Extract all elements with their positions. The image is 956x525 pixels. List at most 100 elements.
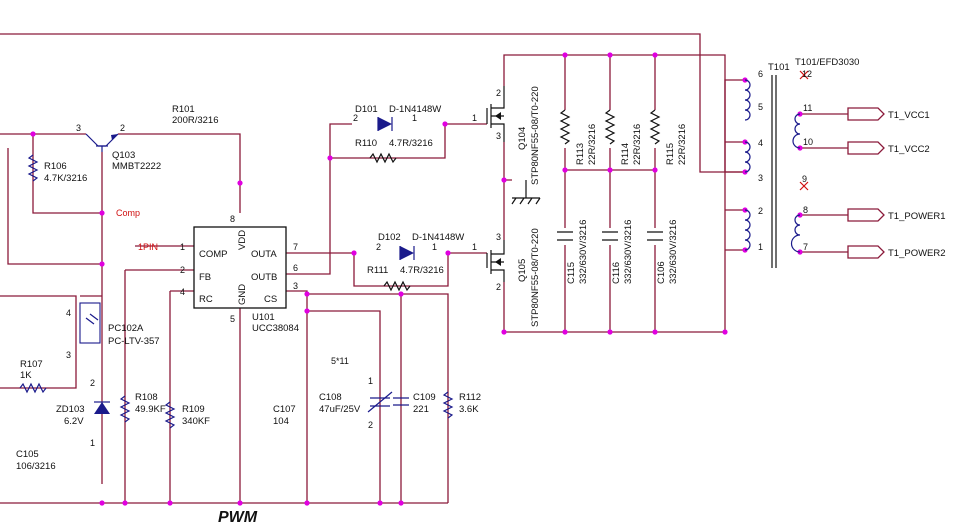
u101-value: UCC38084 xyxy=(252,323,299,334)
r106-ref: R106 xyxy=(44,161,67,172)
u101-pin-number-4: 4 xyxy=(180,287,185,297)
c106-value: 332/630V/3216 xyxy=(668,220,679,284)
q104-pin1: 1 xyxy=(472,113,477,123)
junction-dots xyxy=(30,52,803,506)
r115-ref: R115 xyxy=(665,143,676,165)
c115-ref: C115 xyxy=(566,262,577,284)
note-5x11: 5*11 xyxy=(331,356,349,366)
net-label-t1-power2: T1_POWER2 xyxy=(888,248,946,259)
r101-resistor: R101 200R/3216 xyxy=(172,104,218,126)
net-label-t1-vcc1: T1_VCC1 xyxy=(888,110,930,121)
u101-body xyxy=(193,226,287,309)
d101-value: D-1N4148W xyxy=(389,104,441,115)
q105-pin3: 3 xyxy=(496,232,501,242)
t101-pin3: 3 xyxy=(758,173,763,183)
t101-pin4: 4 xyxy=(758,138,763,148)
c108-value: 47uF/25V xyxy=(319,404,361,415)
net-label-t1-vcc2: T1_VCC2 xyxy=(888,144,930,155)
schematic-title: PWM xyxy=(218,509,258,525)
pc102a-value: PC-LTV-357 xyxy=(108,336,160,347)
q103-pin3: 3 xyxy=(76,123,81,133)
r111-ref: R111 xyxy=(367,265,388,276)
c105-capacitor: C105 106/3216 xyxy=(16,449,56,472)
u101-pin-outa: OUTA xyxy=(251,249,277,260)
zd103-pin1: 1 xyxy=(90,438,95,448)
q103-ref: Q103 xyxy=(112,150,135,161)
r115-value: 22R/3216 xyxy=(677,124,688,165)
q104-pin2: 2 xyxy=(496,88,501,98)
u101-ref: U101 xyxy=(252,312,275,323)
q105-pin2: 2 xyxy=(496,282,501,292)
q105-pin1: 1 xyxy=(472,242,477,252)
r111-resistor: R111 4.7R/3216 xyxy=(367,265,444,292)
r106-resistor: R106 4.7K/3216 xyxy=(27,154,87,184)
t101-pin10: 10 xyxy=(803,137,813,147)
pc102a-photocoupler: 4 3 PC102A PC-LTV-357 xyxy=(66,302,160,360)
u101-pin-number-8: 8 xyxy=(230,214,235,224)
r110-resistor: R110 4.7R/3216 xyxy=(355,138,433,164)
r109-resistor: R109 340KF xyxy=(164,401,210,429)
r114-resistor: R114 22R/3216 xyxy=(604,109,643,165)
q104-ref: Q104 xyxy=(517,127,528,150)
c115-capacitor: C115 332/630V/3216 xyxy=(557,220,589,284)
pc102a-pin4: 4 xyxy=(66,308,71,318)
t101-pin2: 2 xyxy=(758,206,763,216)
t101-transformer: 6 5 4 3 2 1 12 11 10 9 8 7 T101 T101/EFD… xyxy=(744,57,859,268)
zd103-value: 6.2V xyxy=(64,416,84,427)
u101-pin-comp: COMP xyxy=(199,249,228,260)
u101-pin-number-1: 1 xyxy=(180,242,185,252)
pc102a-ref: PC102A xyxy=(108,323,144,334)
zd103-ref: ZD103 xyxy=(56,404,85,415)
d102-diode: D102 D-1N4148W 2 1 xyxy=(376,232,464,260)
q103-value: MMBT2222 xyxy=(112,161,161,172)
d102-ref: D102 xyxy=(378,232,401,243)
t101-pin9: 9 xyxy=(802,174,807,184)
q103-transistor: 3 2 Q103 MMBT2222 xyxy=(76,123,161,172)
pc102a-pin3: 3 xyxy=(66,350,71,360)
t101-pin7: 7 xyxy=(803,242,808,252)
t101-pin11: 11 xyxy=(803,103,812,113)
t101-value: T101/EFD3030 xyxy=(795,57,859,68)
r113-value: 22R/3216 xyxy=(587,124,598,165)
u101-pin-number-7: 7 xyxy=(293,242,298,252)
t101-pin1: 1 xyxy=(758,242,763,252)
r115-resistor: R115 22R/3216 xyxy=(649,109,688,165)
d102-pin1: 1 xyxy=(432,242,437,252)
r108-ref: R108 xyxy=(135,392,158,403)
r112-resistor: R112 3.6K xyxy=(442,391,481,419)
r108-value: 49.9KF xyxy=(135,404,166,415)
u101-pin-gnd: GND xyxy=(237,284,248,305)
c107-value: 104 xyxy=(273,416,289,427)
r107-value: 1K xyxy=(20,370,32,381)
u101-pin-number-6: 6 xyxy=(293,263,298,273)
u101-pin-rc: RC xyxy=(199,294,213,305)
c116-capacitor: C116 332/630V/3216 xyxy=(602,220,634,284)
c116-value: 332/630V/3216 xyxy=(623,220,634,284)
q105-value: STP80NF55-08/T0-220 xyxy=(530,228,541,327)
d102-pin2: 2 xyxy=(376,242,381,252)
u101-pin-number-5: 5 xyxy=(230,314,235,324)
output-net-labels: T1_VCC1 T1_VCC2 T1_POWER1 T1_POWER2 xyxy=(847,107,946,259)
c107-capacitor: C107 104 xyxy=(273,404,296,427)
ground-symbol xyxy=(511,180,541,205)
r112-value: 3.6K xyxy=(459,404,479,415)
c108-pin2: 2 xyxy=(368,420,373,430)
q105-mosfet: 1 3 2 Q105 STP80NF55-08/T0-220 xyxy=(472,228,541,327)
t101-pin6: 6 xyxy=(758,69,763,79)
u101-pin-number-2: 2 xyxy=(180,265,185,275)
r108-resistor: R108 49.9KF xyxy=(119,392,166,423)
u101-pin-number-3: 3 xyxy=(293,281,298,291)
zd103-zener: 2 1 ZD103 6.2V xyxy=(56,378,110,448)
c108-capacitor: 1 2 C108 47uF/25V xyxy=(319,376,393,430)
r110-value: 4.7R/3216 xyxy=(389,138,433,149)
zd103-pin2: 2 xyxy=(90,378,95,388)
net-label-1pin: 1PIN xyxy=(138,242,158,252)
t101-ref: T101 xyxy=(768,62,790,73)
c116-ref: C116 xyxy=(611,262,622,284)
q104-value: STP80NF55-08/T0-220 xyxy=(530,86,541,185)
c107-ref: C107 xyxy=(273,404,296,415)
net-label-t1-power1: T1_POWER1 xyxy=(888,211,946,222)
r101-ref: R101 xyxy=(172,104,195,115)
t101-pin8: 8 xyxy=(803,205,808,215)
q105-ref: Q105 xyxy=(517,259,528,282)
